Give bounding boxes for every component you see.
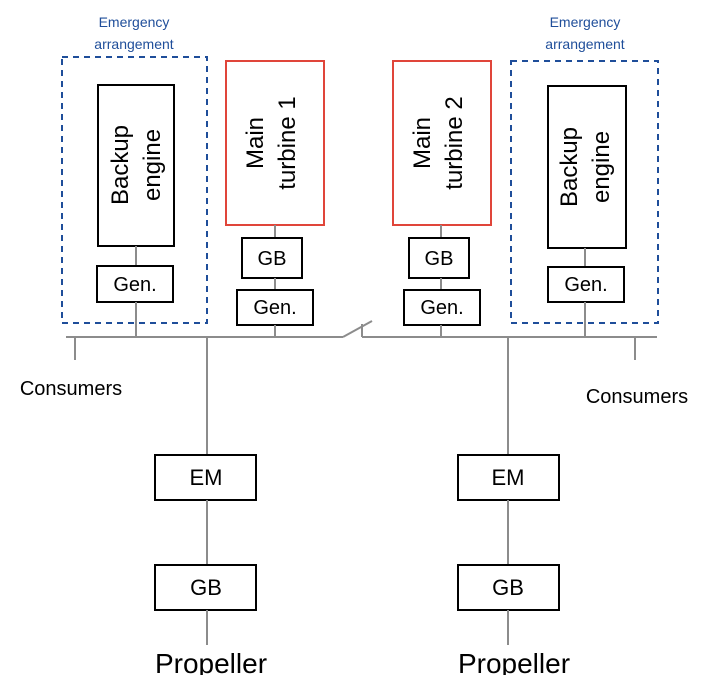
consumers-right-label: Consumers [586, 386, 688, 408]
gen-backup-right-label: Gen. [564, 274, 607, 296]
electric-motor-left [154, 454, 257, 501]
backup-engine-right [547, 85, 627, 249]
gen-backup-left [96, 265, 174, 303]
propeller-right-label: Propeller [458, 648, 570, 675]
main-turbine-1-line1: Main [242, 117, 269, 169]
bus-tie-breaker [342, 320, 373, 338]
gen-backup-left-label: Gen. [113, 274, 156, 296]
electric-motor-left-label: EM [190, 465, 223, 490]
main-turbine-1-line2: turbine 1 [274, 96, 301, 189]
gearbox-turbine1-label: GB [258, 248, 287, 270]
gearbox-turbine2-label: GB [425, 248, 454, 270]
main-turbine-2-line2: turbine 2 [441, 96, 468, 189]
gearbox-turbine2 [408, 237, 470, 279]
backup-engine-right-line2: engine [588, 131, 615, 203]
main-turbine-2[interactable] [392, 60, 492, 226]
gen-turbine1-label: Gen. [253, 297, 296, 319]
emergency-arrangement-right [510, 60, 659, 324]
electric-motor-right [457, 454, 560, 501]
emergency-right-label-2: arrangement [545, 36, 624, 52]
gen-turbine2-label: Gen. [420, 297, 463, 319]
emergency-left-label-2: arrangement [94, 36, 173, 52]
gearbox-propeller-left-label: GB [190, 575, 222, 600]
emergency-left-label-1: Emergency [99, 14, 170, 30]
gearbox-propeller-right [457, 564, 560, 611]
main-turbine-2-line1: Main [409, 117, 436, 169]
gearbox-turbine1 [241, 237, 303, 279]
gearbox-propeller-right-label: GB [492, 575, 524, 600]
backup-engine-right-line1: Backup [556, 127, 583, 207]
consumers-left-label: Consumers [20, 378, 122, 400]
gen-turbine1 [236, 289, 314, 326]
backup-engine-left-line1: Backup [107, 125, 134, 205]
electric-motor-right-label: EM [492, 465, 525, 490]
propeller-left-label: Propeller [155, 648, 267, 675]
emergency-arrangement-left [61, 56, 208, 324]
backup-engine-left [97, 84, 175, 247]
emergency-right-label-1: Emergency [550, 14, 621, 30]
backup-engine-left-line2: engine [139, 129, 166, 201]
gearbox-propeller-left [154, 564, 257, 611]
